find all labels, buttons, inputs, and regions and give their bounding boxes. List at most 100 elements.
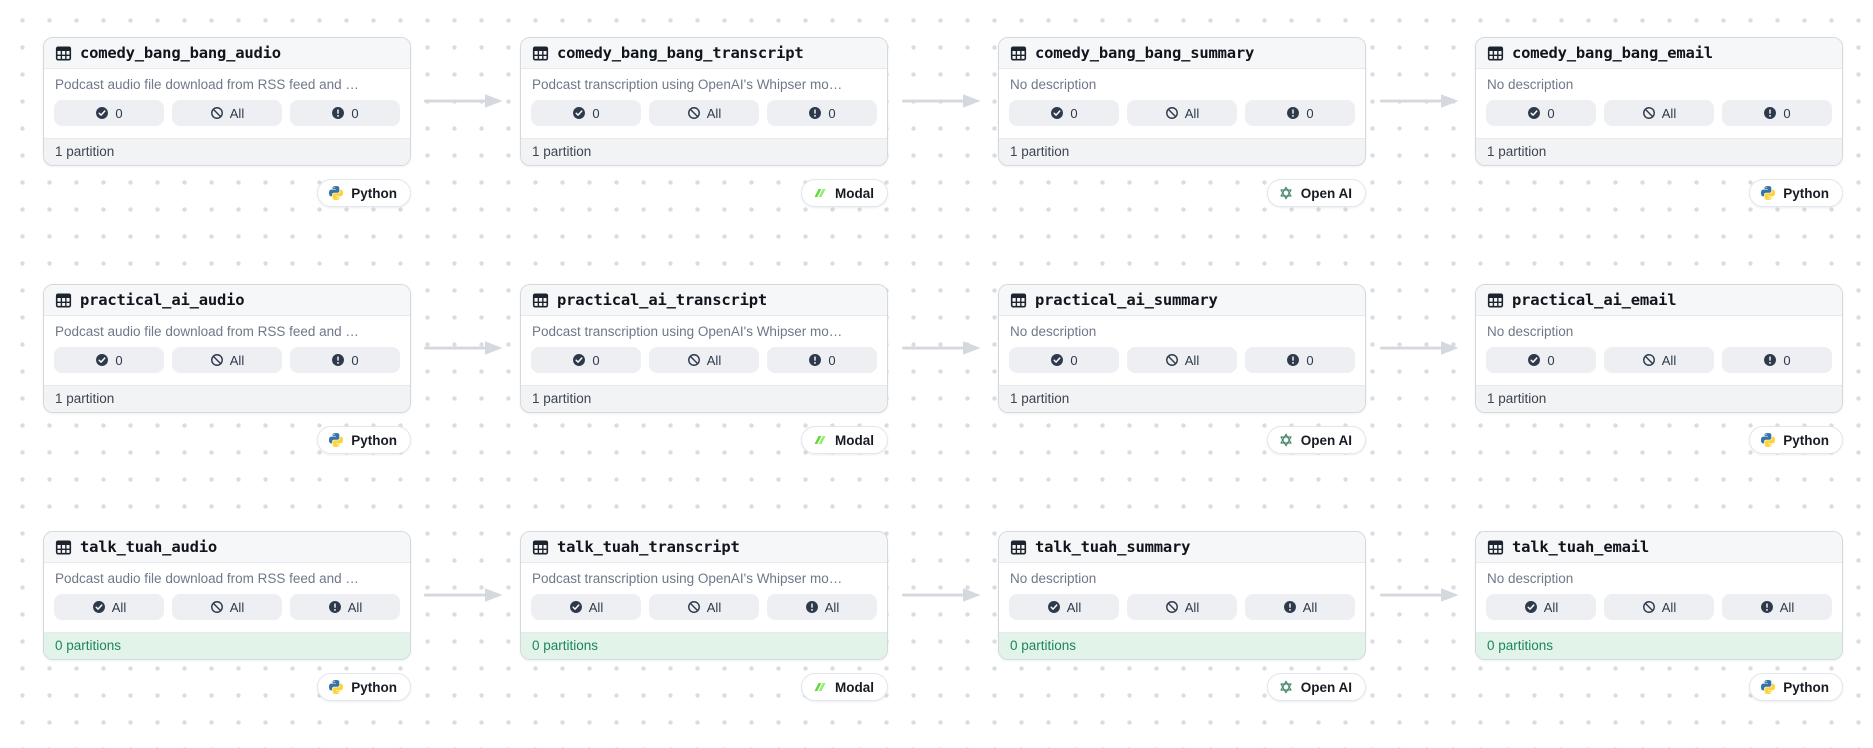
alert-circle-icon — [1763, 106, 1777, 120]
partitions-footer: 1 partition — [521, 138, 887, 165]
kind-tag-python[interactable]: Python — [1749, 673, 1843, 701]
partition-badge-row: 0 All 0 — [1476, 93, 1842, 135]
asset-node: talk_tuah_transcript Podcast transcripti… — [520, 531, 888, 701]
ban-icon — [687, 106, 701, 120]
asset-card[interactable]: comedy_bang_bang_audio Podcast audio fil… — [43, 37, 411, 166]
asset-card[interactable]: talk_tuah_summary No description All All… — [998, 531, 1366, 660]
asset-card[interactable]: talk_tuah_email No description All All A… — [1475, 531, 1843, 660]
asset-card[interactable]: talk_tuah_transcript Podcast transcripti… — [520, 531, 888, 660]
missing-badge: 0 — [767, 347, 877, 373]
tag-row: Modal — [520, 179, 888, 207]
kind-tag-python[interactable]: Python — [317, 673, 411, 701]
missing-badge: 0 — [1245, 347, 1355, 373]
alert-circle-icon — [328, 600, 342, 614]
kind-tag-modal[interactable]: Modal — [801, 179, 888, 207]
alert-circle-icon — [1286, 106, 1300, 120]
python-logo-icon — [328, 679, 344, 695]
asset-card[interactable]: talk_tuah_audio Podcast audio file downl… — [43, 531, 411, 660]
alert-circle-icon — [1760, 600, 1774, 614]
asset-description: Podcast audio file download from RSS fee… — [55, 77, 359, 92]
materialized-count: 0 — [1070, 352, 1078, 368]
kind-tag-modal[interactable]: Modal — [801, 426, 888, 454]
asset-node: practical_ai_email No description 0 All … — [1475, 284, 1843, 454]
failed-count: All — [1184, 599, 1200, 615]
failed-badge: All — [649, 100, 759, 126]
missing-badge: All — [1722, 594, 1832, 620]
materialized-count: 0 — [1547, 352, 1555, 368]
tag-row: Python — [1475, 179, 1843, 207]
kind-tag-python[interactable]: Python — [317, 426, 411, 454]
alert-circle-icon — [808, 353, 822, 367]
asset-title: talk_tuah_transcript — [557, 538, 740, 556]
failed-count: All — [706, 105, 722, 121]
failed-badge: All — [1127, 594, 1237, 620]
missing-count: All — [347, 599, 363, 615]
asset-card[interactable]: comedy_bang_bang_summary No description … — [998, 37, 1366, 166]
kind-tag-python[interactable]: Python — [317, 179, 411, 207]
asset-card[interactable]: practical_ai_transcript Podcast transcri… — [520, 284, 888, 413]
kind-tag-openai[interactable]: Open AI — [1266, 673, 1366, 701]
partition-badge-row: All All All — [44, 587, 410, 629]
asset-title: comedy_bang_bang_audio — [80, 44, 281, 62]
failed-badge: All — [172, 100, 282, 126]
partitions-footer: 1 partition — [999, 138, 1365, 165]
partitions-footer: 1 partition — [1476, 138, 1842, 165]
asset-card[interactable]: practical_ai_email No description 0 All … — [1475, 284, 1843, 413]
asset-card-header: comedy_bang_bang_audio — [44, 38, 410, 69]
asset-card-header: practical_ai_email — [1476, 285, 1842, 316]
failed-count: All — [229, 599, 245, 615]
materialized-count: 0 — [1070, 105, 1078, 121]
failed-count: All — [706, 352, 722, 368]
asset-title: talk_tuah_audio — [80, 538, 217, 556]
alert-circle-icon — [808, 106, 822, 120]
check-circle-icon — [572, 353, 586, 367]
failed-count: All — [706, 599, 722, 615]
kind-tag-label: Python — [351, 679, 397, 695]
materialized-count: All — [1066, 599, 1082, 615]
check-circle-icon — [95, 106, 109, 120]
missing-count: 0 — [351, 352, 359, 368]
asset-card[interactable]: practical_ai_summary No description 0 Al… — [998, 284, 1366, 413]
missing-badge: All — [767, 594, 877, 620]
missing-badge: All — [1245, 594, 1355, 620]
asset-card-header: talk_tuah_summary — [999, 532, 1365, 563]
kind-tag-python[interactable]: Python — [1749, 179, 1843, 207]
asset-node: talk_tuah_email No description All All A… — [1475, 531, 1843, 701]
failed-count: All — [229, 352, 245, 368]
missing-count: 0 — [1783, 105, 1791, 121]
python-logo-icon — [1760, 679, 1776, 695]
failed-count: All — [229, 105, 245, 121]
missing-badge: 0 — [290, 100, 400, 126]
missing-count: All — [824, 599, 840, 615]
check-circle-icon — [95, 353, 109, 367]
python-logo-icon — [328, 432, 344, 448]
partitions-footer: 0 partitions — [521, 632, 887, 659]
ban-icon — [687, 353, 701, 367]
kind-tag-openai[interactable]: Open AI — [1266, 179, 1366, 207]
asset-card-header: practical_ai_summary — [999, 285, 1365, 316]
missing-badge: 0 — [1722, 100, 1832, 126]
openai-logo-icon — [1278, 185, 1294, 201]
missing-count: 0 — [828, 105, 836, 121]
asset-card-header: comedy_bang_bang_summary — [999, 38, 1365, 69]
materialized-count: All — [111, 599, 127, 615]
asset-node: talk_tuah_summary No description All All… — [998, 531, 1366, 701]
asset-node: practical_ai_summary No description 0 Al… — [998, 284, 1366, 454]
failed-count: All — [1661, 105, 1677, 121]
asset-card[interactable]: comedy_bang_bang_email No description 0 … — [1475, 37, 1843, 166]
kind-tag-modal[interactable]: Modal — [801, 673, 888, 701]
check-circle-icon — [1524, 600, 1538, 614]
kind-tag-python[interactable]: Python — [1749, 426, 1843, 454]
modal-logo-icon — [812, 432, 828, 448]
kind-tag-openai[interactable]: Open AI — [1266, 426, 1366, 454]
partitions-footer: 0 partitions — [999, 632, 1365, 659]
alert-circle-icon — [331, 106, 345, 120]
tag-row: Open AI — [998, 426, 1366, 454]
asset-card[interactable]: practical_ai_audio Podcast audio file do… — [43, 284, 411, 413]
edge-arrow-icon — [424, 587, 504, 603]
partitions-footer: 1 partition — [44, 385, 410, 412]
partition-badge-row: 0 All 0 — [999, 340, 1365, 382]
asset-card[interactable]: comedy_bang_bang_transcript Podcast tran… — [520, 37, 888, 166]
failed-badge: All — [172, 594, 282, 620]
